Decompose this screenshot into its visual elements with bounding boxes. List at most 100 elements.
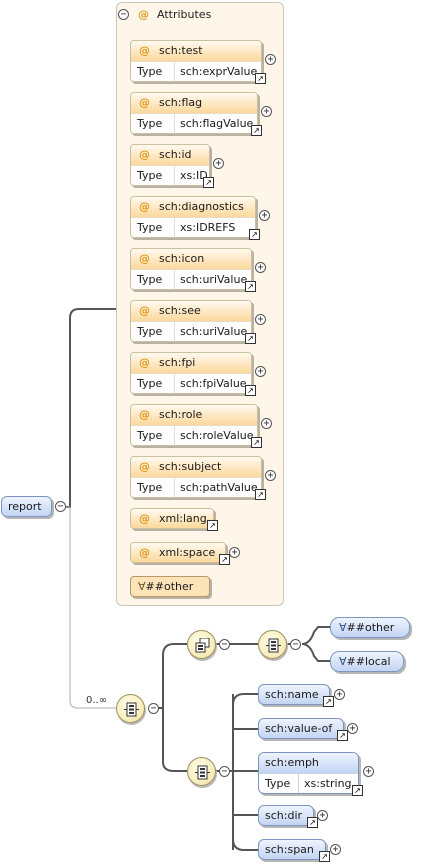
attribute-name: xml:space	[159, 546, 216, 559]
type-key: Type	[131, 374, 175, 393]
at-icon: @	[139, 200, 150, 213]
type-value: xs:IDREFS	[180, 221, 236, 234]
sequence-compositor[interactable]	[116, 694, 145, 723]
link-icon[interactable]: ↗	[255, 73, 266, 84]
connector-optional-content	[66, 506, 116, 709]
link-icon[interactable]: ↗	[203, 177, 214, 188]
expand-icon[interactable]: +	[255, 262, 266, 273]
sequence-icon	[266, 638, 281, 653]
link-icon[interactable]: ↗	[323, 696, 334, 707]
attribute-name: sch:id	[159, 148, 192, 161]
link-icon[interactable]: ↗	[251, 437, 262, 448]
at-icon: @	[138, 8, 149, 21]
expand-icon[interactable]: +	[261, 418, 272, 429]
choice-icon	[195, 638, 210, 653]
type-value: sch:exprValue	[180, 65, 258, 78]
any-attribute-namespace: ##other	[145, 580, 194, 593]
at-icon: @	[139, 96, 150, 109]
type-key: Type	[131, 426, 175, 445]
type-key: Type	[131, 166, 175, 185]
element-sch-value-of[interactable]: sch:value-of ↗	[258, 718, 348, 741]
link-icon[interactable]: ↗	[245, 333, 256, 344]
any-icon: ∀	[339, 655, 347, 668]
at-icon: @	[139, 44, 150, 57]
inner-sequence-compositor[interactable]	[258, 630, 287, 659]
occurrence-label: 0..∞	[86, 695, 108, 706]
element-name: sch:span	[265, 843, 314, 856]
expand-icon[interactable]: +	[265, 54, 276, 65]
expand-icon[interactable]: +	[334, 689, 345, 700]
attribute-name: sch:see	[159, 304, 201, 317]
link-icon[interactable]: ↗	[319, 851, 330, 862]
any-element-other[interactable]: ∀##other	[330, 617, 410, 638]
type-value: xs:ID	[180, 169, 208, 182]
element-sch-dir[interactable]: sch:dir ↗	[258, 805, 318, 828]
expand-icon[interactable]: +	[317, 810, 328, 821]
link-icon[interactable]: ↗	[219, 554, 230, 565]
expand-icon[interactable]: +	[330, 844, 341, 855]
collapse-icon[interactable]: −	[290, 639, 301, 650]
type-key: Type	[131, 270, 175, 289]
element-name: sch:emph	[265, 756, 319, 769]
collapse-icon[interactable]: −	[219, 766, 230, 777]
type-key: Type	[131, 322, 175, 341]
at-icon: @	[139, 512, 150, 525]
at-icon: @	[139, 252, 150, 265]
link-icon[interactable]: ↗	[251, 125, 262, 136]
expand-icon[interactable]: +	[229, 547, 240, 558]
at-icon: @	[139, 356, 150, 369]
type-value: sch:roleValue	[180, 429, 254, 442]
link-icon[interactable]: ↗	[249, 229, 260, 240]
expand-icon[interactable]: +	[261, 106, 272, 117]
expand-icon[interactable]: +	[259, 210, 270, 221]
link-icon[interactable]: ↗	[352, 785, 363, 796]
expand-icon[interactable]: +	[255, 314, 266, 325]
elements-sequence-compositor[interactable]	[187, 757, 216, 786]
expand-icon[interactable]: +	[347, 723, 358, 734]
expand-icon[interactable]: +	[265, 470, 276, 481]
expand-icon[interactable]: +	[363, 766, 374, 777]
type-value: sch:fpiValue	[180, 377, 247, 390]
attribute-name: sch:subject	[159, 460, 222, 473]
root-element-report[interactable]: report	[1, 496, 52, 517]
link-icon[interactable]: ↗	[245, 281, 256, 292]
attribute-xml-space[interactable]: @xml:space ↗	[130, 542, 230, 565]
type-key: Type	[131, 62, 175, 81]
element-name: sch:dir	[265, 809, 303, 822]
collapse-icon[interactable]: −	[55, 501, 66, 512]
expand-icon[interactable]: +	[255, 366, 266, 377]
element-sch-name[interactable]: sch:name ↗	[258, 684, 334, 707]
type-value: sch:uriValue	[180, 273, 248, 286]
expand-icon[interactable]: +	[213, 158, 224, 169]
element-name: sch:value-of	[265, 722, 333, 735]
attribute-xml-lang[interactable]: @xml:lang ↗	[130, 508, 218, 531]
any-element-namespace: ##other	[346, 621, 395, 634]
link-icon[interactable]: ↗	[245, 385, 256, 396]
sequence-icon	[124, 702, 139, 717]
type-key: Type	[131, 478, 175, 497]
type-value: sch:pathValue	[180, 481, 258, 494]
link-icon[interactable]: ↗	[307, 817, 318, 828]
any-element-local[interactable]: ∀##local	[330, 651, 404, 672]
link-icon[interactable]: ↗	[337, 730, 348, 741]
link-icon[interactable]: ↗	[207, 520, 218, 531]
element-sch-span[interactable]: sch:span ↗	[258, 839, 330, 862]
link-icon[interactable]: ↗	[255, 489, 266, 500]
collapse-icon[interactable]: −	[148, 703, 159, 714]
collapse-icon[interactable]: −	[219, 639, 230, 650]
attributes-collapse-icon[interactable]: −	[118, 9, 129, 20]
choice-compositor[interactable]	[187, 630, 216, 659]
any-attribute-other[interactable]: ∀##other	[130, 576, 210, 597]
type-key: Type	[131, 218, 175, 237]
root-element-label: report	[8, 500, 42, 513]
